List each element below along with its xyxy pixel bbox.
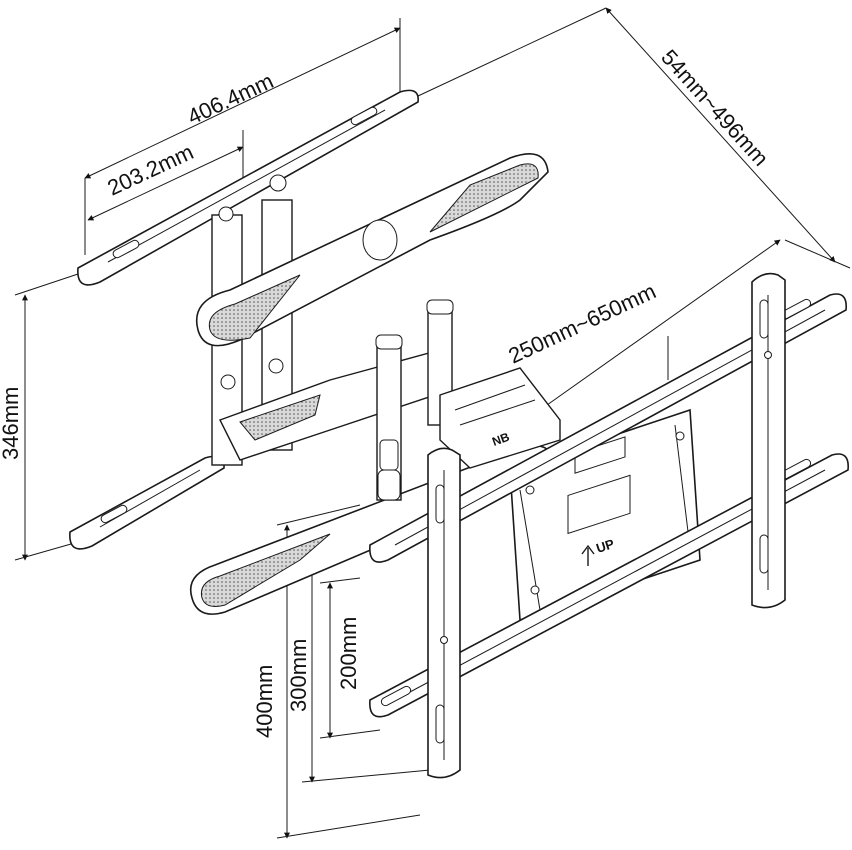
up-arrow-marker: UP — [581, 536, 616, 566]
dimension-label-300: 300mm — [286, 639, 311, 712]
dimension-label-vesa-horizontal: 250mm~650mm — [505, 278, 660, 368]
dimension-label-depth: 54mm~496mm — [656, 45, 773, 171]
dimension-label-200: 200mm — [336, 617, 361, 690]
dimension-label-346: 346mm — [0, 387, 23, 460]
dimension-label-406: 406.4mm — [184, 68, 278, 129]
vertical-rails — [427, 272, 786, 779]
up-label: UP — [594, 536, 616, 556]
dimension-label-203: 203.2mm — [104, 139, 198, 200]
dimension-label-400: 400mm — [252, 665, 277, 738]
brand-logo: NB — [490, 430, 511, 449]
wall-plate-hinge-caps — [377, 439, 401, 501]
